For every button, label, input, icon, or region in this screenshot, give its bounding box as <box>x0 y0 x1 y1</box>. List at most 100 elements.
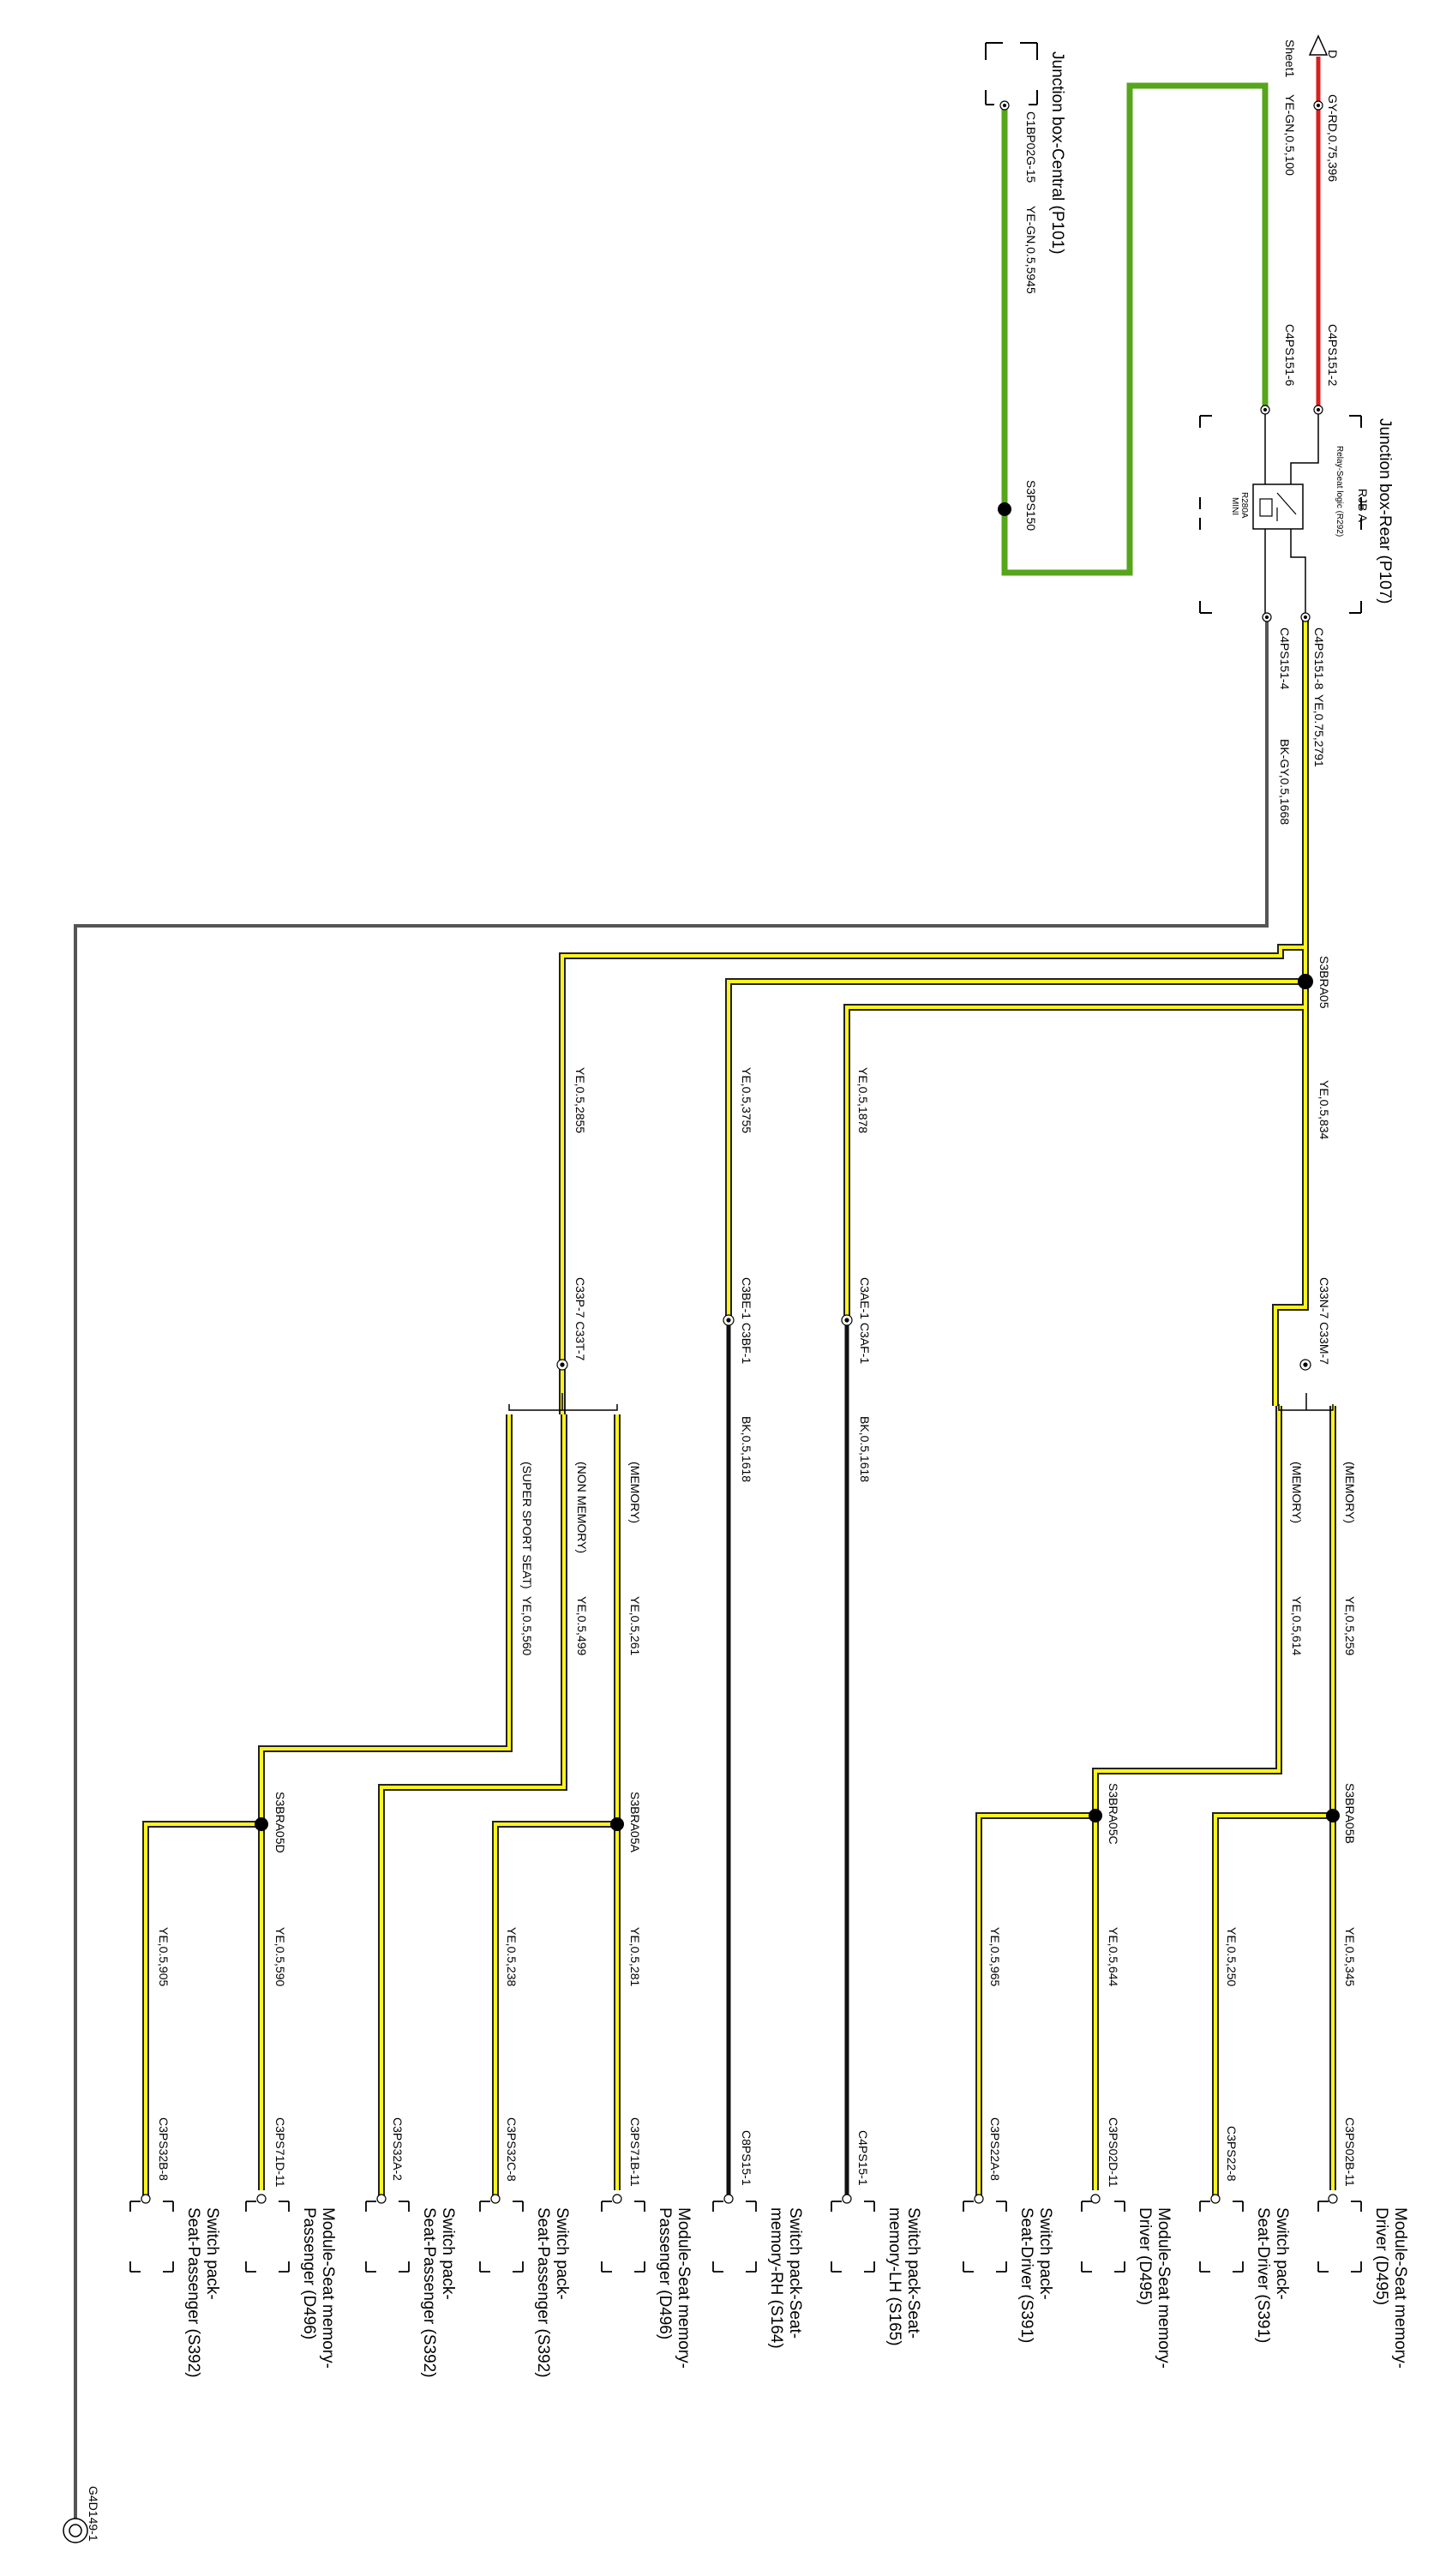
black-wires <box>726 1324 849 2199</box>
connector-c1bp02g-15: C1BP02G-15 <box>1024 111 1038 183</box>
component-boxes <box>129 2201 1362 2273</box>
wire-label-ye-499: YE,0.5,499 <box>575 1596 589 1655</box>
connector-c8ps15-1: C8PS15-1 <box>740 2130 753 2186</box>
wire-label-ye-gn-100: YE-GN,0.5,100 <box>1283 94 1297 176</box>
component-s391-b-line2: Seat-Driver (S391) <box>1017 2207 1035 2343</box>
component-d495-b-line1: Module-Seat memory- <box>1155 2207 1173 2369</box>
component-d495-b-line2: Driver (D495) <box>1136 2207 1154 2305</box>
connector-c4ps151-2: C4PS151-2 <box>1326 324 1340 387</box>
junction-central-title: Junction box-Central (P101) <box>1048 51 1066 255</box>
connector-c3be1-c3bf1: C3BE-1 C3BF-1 <box>740 1277 753 1364</box>
component-d496-b-line2: Passenger (D496) <box>300 2207 318 2339</box>
component-s391-a-line2: Seat-Driver (S391) <box>1254 2207 1272 2343</box>
wire-label-ye-259: YE,0.5,259 <box>1343 1596 1357 1655</box>
component-s164-line2: memory-RH (S164) <box>767 2207 785 2349</box>
connector-c3ps22-8: C3PS22-8 <box>1225 2126 1239 2182</box>
connector-c33p7-c33t7: C33P-7 C33T-7 <box>573 1277 587 1360</box>
component-s165-line2: memory-LH (S165) <box>885 2207 903 2346</box>
yellow-wires <box>142 615 1336 2199</box>
connector-c4ps15-1: C4PS15-1 <box>856 2130 870 2186</box>
wire-ye-gn-loop <box>1001 82 1269 576</box>
connector-s3ps150: S3PS150 <box>1024 480 1038 531</box>
relay-label: Relay-Seat logic (R292) <box>1335 446 1344 537</box>
wire-label-ye-644: YE,0.5,644 <box>1107 1927 1120 1986</box>
connector-c3ps02d-11: C3PS02D-11 <box>1107 2117 1120 2188</box>
sheet-name: Sheet1 <box>1283 39 1297 78</box>
connector-c4ps151-4: C4PS151-4 <box>1278 627 1292 690</box>
connector-c3ps02b-11: C3PS02B-11 <box>1343 2117 1357 2187</box>
wire-label-gy-rd: GY-RD,0.75,396 <box>1326 94 1340 182</box>
junction-rear-title: Junction box-Rear (P107) <box>1376 418 1394 604</box>
component-s165-line1: Switch pack-Seat- <box>904 2207 922 2339</box>
wire-label-ye-1878: YE,0.5,1878 <box>856 1067 870 1133</box>
wire-label-ye-gn-5945: YE-GN,0.5,5945 <box>1024 206 1038 294</box>
wire-label-ye-2855: YE,0.5,2855 <box>573 1067 587 1133</box>
wire-label-ye-834: YE,0.5,834 <box>1317 1080 1331 1139</box>
component-d496-a-line1: Module-Seat memory- <box>675 2207 693 2369</box>
component-s392-a-line2: Seat-Passenger (S392) <box>534 2207 552 2378</box>
component-s391-b-line1: Switch pack- <box>1036 2207 1054 2300</box>
component-s392-b-line2: Seat-Passenger (S392) <box>420 2207 438 2378</box>
connector-c3ps32c-8: C3PS32C-8 <box>505 2117 519 2182</box>
connector-c4ps151-8: C4PS151-8 <box>1312 627 1326 690</box>
wire-label-ye-965: YE,0.5,965 <box>988 1927 1002 1986</box>
component-s392-c-line1: Switch pack- <box>203 2207 221 2300</box>
labels: D Sheet1 GY-RD,0.75,396 Junction box-Cen… <box>87 39 1409 2542</box>
wire-label-ye-3755: YE,0.5,3755 <box>740 1067 753 1133</box>
component-s164-line1: Switch pack-Seat- <box>786 2207 804 2339</box>
note-memory-c: (MEMORY) <box>628 1462 642 1523</box>
component-d496-b-line1: Module-Seat memory- <box>319 2207 337 2369</box>
splice-points <box>255 502 1340 1831</box>
junction-rear-sub: RJB A <box>1356 489 1370 523</box>
note-memory-a: (MEMORY) <box>1343 1462 1357 1523</box>
wire-label-ye-281: YE,0.5,281 <box>628 1927 642 1986</box>
wire-label-ye-345: YE,0.5,345 <box>1343 1927 1357 1986</box>
wire-label-bk-1618-a: BK,0.5,1618 <box>858 1416 872 1482</box>
component-s391-a-line1: Switch pack- <box>1273 2207 1291 2300</box>
connector-s3bra05: S3BRA05 <box>1317 956 1331 1009</box>
wire-bk-gy <box>74 615 1269 2519</box>
connector-s3bra05b: S3BRA05B <box>1343 1783 1357 1844</box>
connector-s3bra05c: S3BRA05C <box>1107 1783 1120 1845</box>
connector-c3ps32b-8: C3PS32B-8 <box>157 2117 171 2181</box>
note-super-sport: (SUPER SPORT SEAT) <box>520 1462 534 1589</box>
junction-box-rear <box>1199 411 1362 615</box>
wire-label-ye-250: YE,0.5,250 <box>1225 1927 1239 1986</box>
sheet-letter: D <box>1326 50 1340 58</box>
wire-label-ye-560: YE,0.5,560 <box>520 1596 534 1655</box>
sheet-arrow-icon <box>1308 34 1329 56</box>
relay-tag-2: MINI <box>1230 497 1239 515</box>
wire-label-bk-gy-1668: BK-GY,0.5,1668 <box>1278 739 1292 825</box>
wire-label-ye-238: YE,0.5,238 <box>505 1927 519 1986</box>
connector-c33n7-c33m7: C33N-7 C33M-7 <box>1317 1277 1331 1365</box>
wire-label-ye-905: YE,0.5,905 <box>157 1927 171 1986</box>
component-s392-c-line2: Seat-Passenger (S392) <box>184 2207 202 2378</box>
connector-c3ae1-c3af1: C3AE-1 C3AF-1 <box>858 1277 872 1364</box>
connector-c3ps32a-2: C3PS32A-2 <box>391 2117 405 2181</box>
component-s392-a-line1: Switch pack- <box>553 2207 571 2300</box>
component-d495-a-line2: Driver (D495) <box>1372 2207 1390 2305</box>
component-d496-a-line2: Passenger (D496) <box>656 2207 674 2339</box>
note-memory-b: (MEMORY) <box>1290 1462 1304 1523</box>
wire-label-bk-1618-b: BK,0.5,1618 <box>740 1416 753 1482</box>
option-brackets <box>508 1393 1334 1411</box>
wire-label-ye-261: YE,0.5,261 <box>628 1596 642 1655</box>
connector-c4ps151-6: C4PS151-6 <box>1283 324 1297 387</box>
connector-s3bra05d: S3BRA05D <box>273 1792 287 1853</box>
connector-c3ps22a-8: C3PS22A-8 <box>988 2117 1002 2181</box>
wire-label-ye-590: YE,0.5,590 <box>273 1927 287 1986</box>
relay-tag-1: R280A <box>1239 492 1249 519</box>
component-d495-a-line1: Module-Seat memory- <box>1391 2207 1409 2369</box>
connector-g4d149-1: G4D149-1 <box>87 2486 100 2542</box>
connector-c3ps71b-11: C3PS71B-11 <box>628 2117 642 2187</box>
ground-icon <box>63 2518 88 2543</box>
junction-box-central <box>985 42 1038 105</box>
terminals <box>141 100 1338 2204</box>
connector-s3bra05a: S3BRA05A <box>628 1792 642 1852</box>
connector-c3ps71d-11: C3PS71D-11 <box>273 2117 287 2188</box>
wire-label-ye-2791: YE,0.75,2791 <box>1312 694 1326 767</box>
wire-label-ye-614: YE,0.5,614 <box>1290 1596 1304 1655</box>
note-non-memory: (NON MEMORY) <box>575 1462 589 1553</box>
